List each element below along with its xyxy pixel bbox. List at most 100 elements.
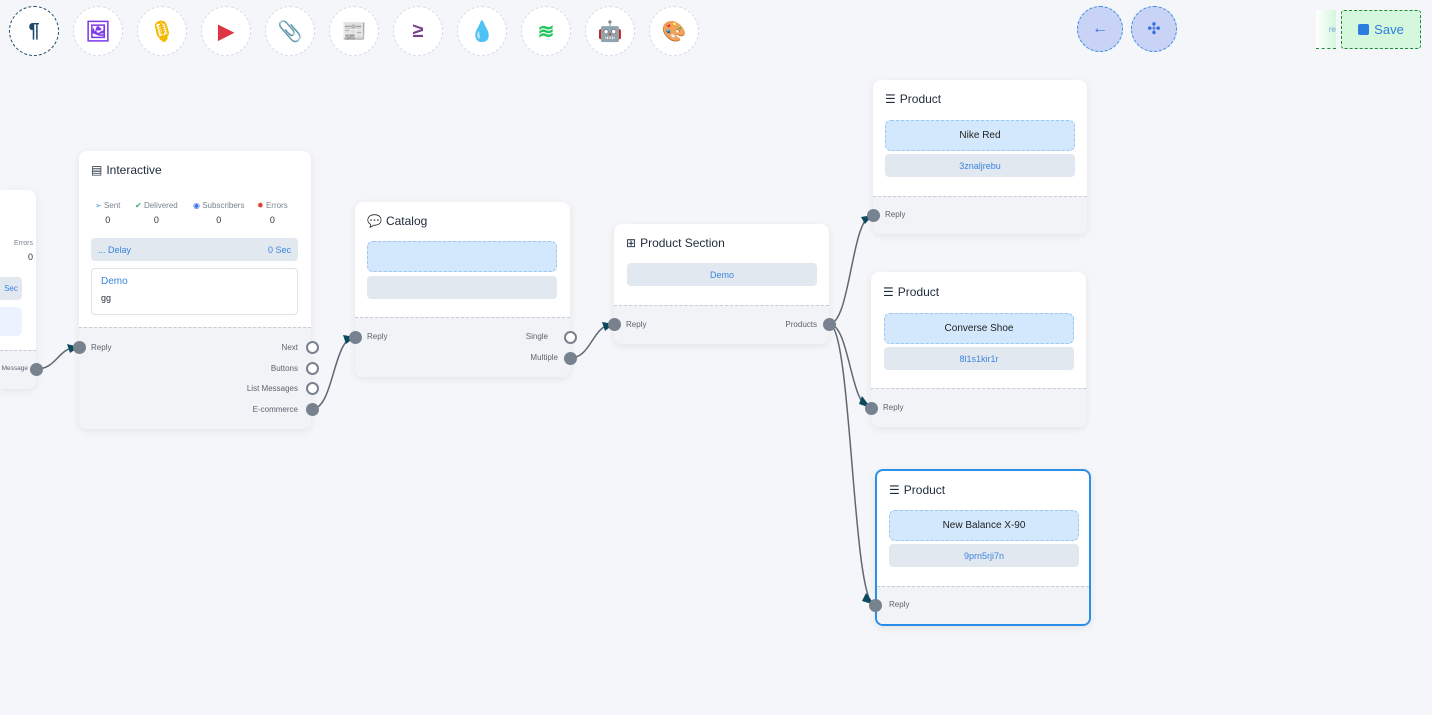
stat-value: 0 [269, 215, 275, 225]
tool-button-paperclip[interactable]: 📎 [265, 6, 315, 56]
input-handle[interactable] [73, 341, 86, 354]
delay-bar[interactable]: Sec [0, 277, 22, 300]
product-node-selected[interactable]: ☰Product New Balance X-90 9prn5rji7n Rep… [875, 469, 1091, 626]
product-section-node[interactable]: ⊞Product Section Demo Reply Products [614, 224, 829, 344]
bars-icon: ☰ [889, 483, 900, 497]
tool-button-droplet[interactable]: 💧 [457, 6, 507, 56]
product-name-text: Converse Shoe [944, 323, 1014, 334]
output-handle-single[interactable] [564, 331, 577, 344]
input-handle[interactable] [865, 402, 878, 415]
comment-icon: 💬 [367, 214, 382, 228]
edge [35, 346, 80, 370]
output-handle-buttons[interactable] [306, 362, 319, 375]
node-footer: Reply Next Buttons List Messages E-comme… [79, 327, 311, 429]
partial-node[interactable]: Errors 0 Sec Message [0, 190, 36, 389]
node-title: ☰Product [885, 92, 941, 106]
catalog-node[interactable]: 💬Catalog Reply Single Multiple [355, 202, 570, 377]
section-item-label: Demo [709, 269, 734, 280]
node-footer: Reply Products [614, 305, 829, 344]
title-text: Product [899, 92, 942, 106]
output-handle[interactable] [30, 363, 43, 376]
stack-overflow-icon: ≋ [537, 20, 555, 43]
node-title: ⊞Product Section [626, 236, 725, 250]
stat-label: Errors [265, 201, 288, 210]
node-footer: Reply [871, 388, 1086, 427]
check-circle-icon: ✔ [135, 201, 142, 210]
floppy-disk-icon [1358, 24, 1370, 35]
node-footer: Message [0, 350, 36, 389]
bars-icon: ☰ [883, 285, 894, 299]
droplet-icon: 💧 [469, 20, 495, 43]
product-name[interactable]: Nike Red [885, 120, 1075, 151]
product-name-text: Nike Red [959, 130, 1001, 141]
tool-button-microphone[interactable]: 🎙 [137, 6, 187, 56]
product-id-text: 9prn5rji7n [963, 550, 1005, 561]
output-label-list-messages: List Messages [246, 384, 298, 393]
tool-button-stack-overflow[interactable]: ≋ [521, 6, 571, 56]
image-icon: 🖼 [85, 20, 111, 43]
edge [828, 214, 874, 325]
input-handle[interactable] [867, 209, 880, 222]
product-id-text: 3znaljrebu [959, 160, 1001, 171]
output-handle-list-messages[interactable] [306, 382, 319, 395]
palette-icon: 🎨 [661, 20, 687, 43]
node-title: ☰Product [889, 483, 945, 497]
tool-button-youtube[interactable]: ▶ [201, 6, 251, 56]
stat-label: Sent [103, 201, 121, 210]
fit-view-button[interactable]: ✣ [1131, 6, 1177, 52]
tool-button-newspaper[interactable]: 📰 [329, 6, 379, 56]
node-title: 💬Catalog [367, 214, 427, 228]
input-label: Reply [367, 332, 388, 341]
input-handle[interactable] [349, 331, 362, 344]
tool-button-robot[interactable]: 🤖 [585, 6, 635, 56]
output-label-next: Next [281, 343, 298, 352]
tool-button-paragraph[interactable]: ¶ [9, 6, 59, 56]
product-id[interactable]: 8l1s1kir1r [884, 347, 1074, 370]
section-item[interactable]: Demo [627, 263, 817, 286]
input-handle[interactable] [869, 599, 882, 612]
newspaper-icon: 📰 [341, 20, 367, 43]
delay-value: Sec [4, 284, 18, 293]
product-node[interactable]: ☰Product Converse Shoe 8l1s1kir1r Reply [871, 272, 1086, 427]
newspaper-icon: ▤ [91, 163, 103, 177]
errors-stat: ✹ Errors 0 [257, 201, 288, 225]
stat-value: 0 [216, 215, 222, 225]
input-handle[interactable] [608, 318, 621, 331]
message-title: Demo [101, 276, 128, 287]
delay-label: ... Delay [98, 244, 132, 255]
tool-button-image[interactable]: 🖼 [73, 6, 123, 56]
output-handle-multiple[interactable] [564, 352, 577, 365]
tool-button-greater-equal[interactable]: ≥ [393, 6, 443, 56]
product-name[interactable]: New Balance X-90 [889, 510, 1079, 541]
message-box[interactable] [0, 307, 22, 336]
output-handle-products[interactable] [823, 318, 836, 331]
arrow-left-icon: ← [1092, 20, 1108, 37]
tool-button-palette[interactable]: 🎨 [649, 6, 699, 56]
save-button[interactable]: Save [1341, 10, 1421, 49]
input-label: Reply [885, 210, 906, 219]
catalog-id[interactable] [367, 276, 557, 299]
product-name[interactable]: Converse Shoe [884, 313, 1074, 344]
input-label: Reply [626, 320, 647, 329]
product-node[interactable]: ☰Product Nike Red 3znaljrebu Reply [873, 80, 1087, 234]
input-label: Reply [91, 343, 112, 352]
errors-stat: Errors 0 [14, 240, 33, 262]
errors-value: 0 [27, 252, 33, 262]
greater-equal-icon: ≥ [412, 19, 424, 42]
errors-label: Errors [13, 240, 33, 247]
save-label: Save [1374, 22, 1404, 37]
bug-icon: ✹ [257, 201, 264, 210]
product-id[interactable]: 9prn5rji7n [889, 544, 1079, 567]
title-text: Interactive [106, 163, 162, 177]
output-handle-ecommerce[interactable] [306, 403, 319, 416]
back-button[interactable]: ← [1077, 6, 1123, 52]
product-id[interactable]: 3znaljrebu [885, 154, 1075, 177]
output-handle-next[interactable] [306, 341, 319, 354]
product-id-text: 8l1s1kir1r [959, 353, 999, 364]
faded-button-label: re [1328, 24, 1336, 34]
catalog-item[interactable] [367, 241, 557, 272]
